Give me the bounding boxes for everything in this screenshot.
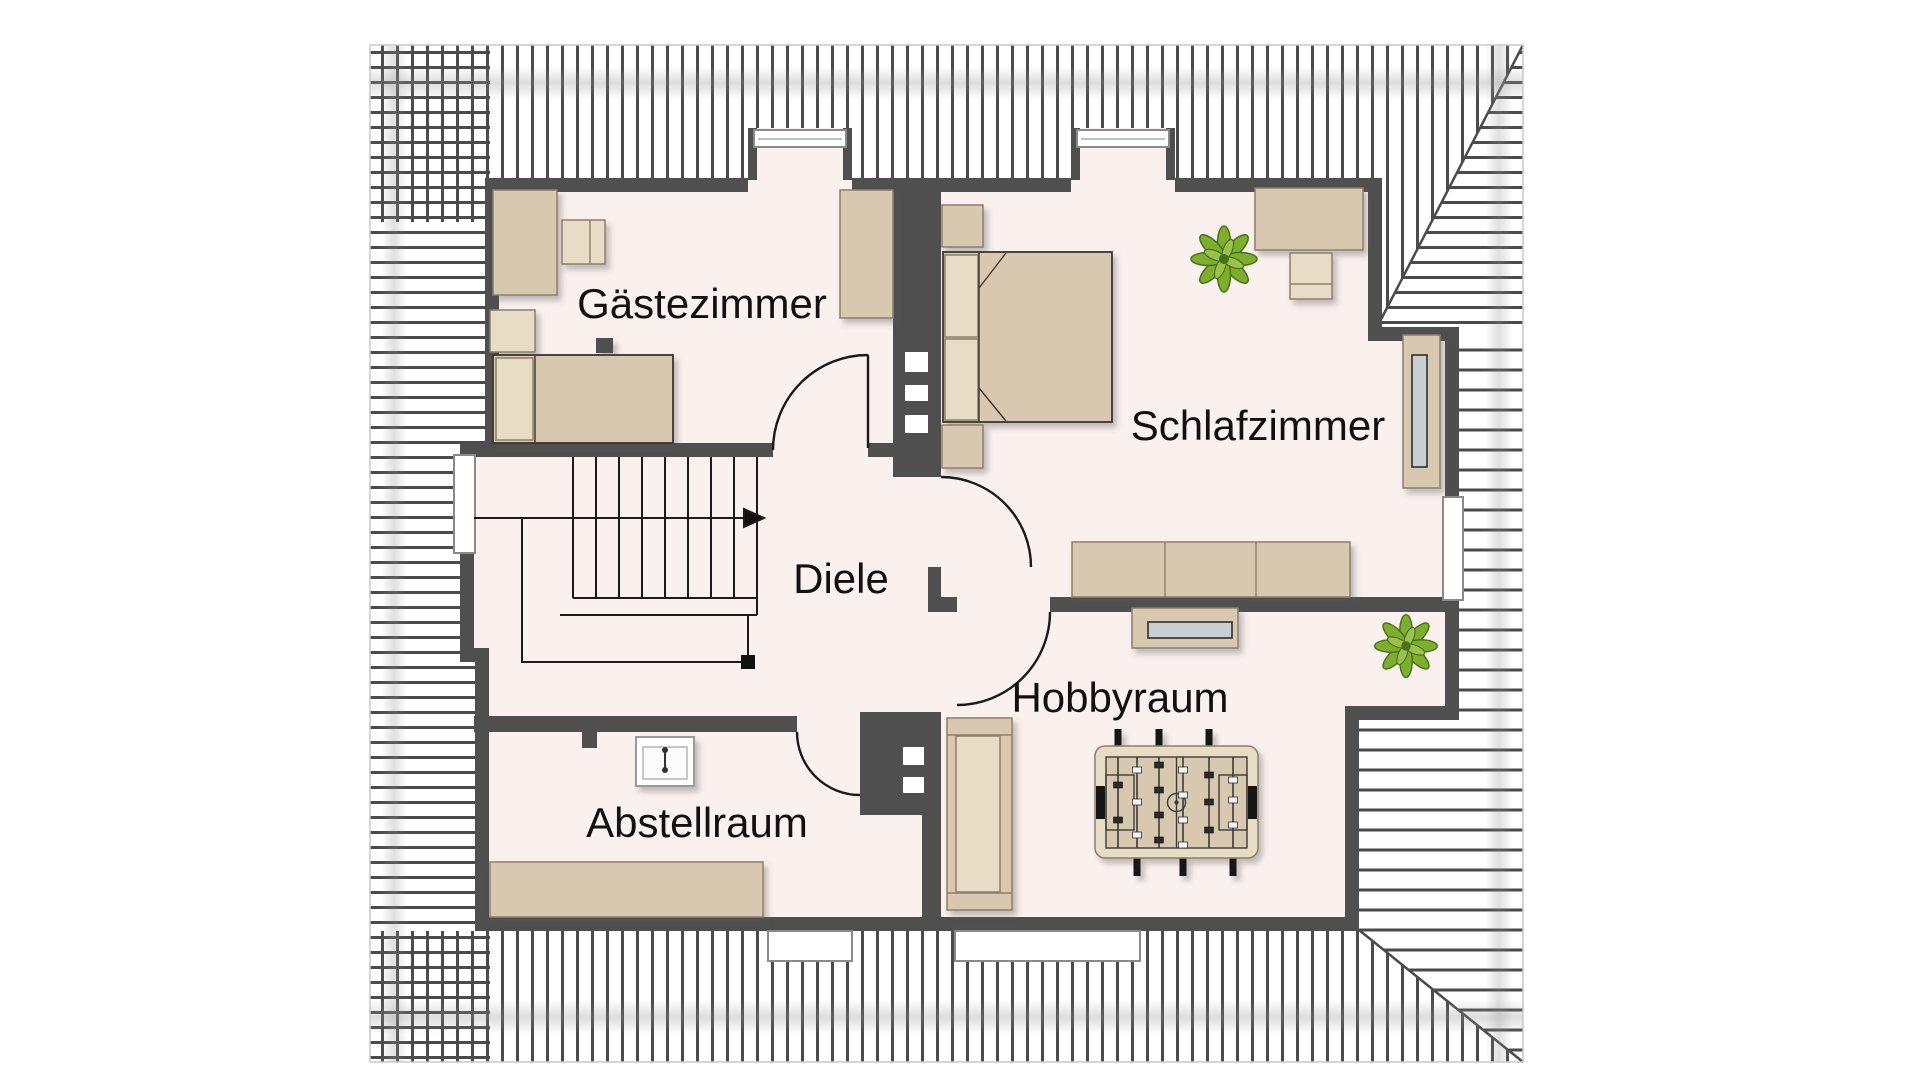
window-bottom-right [954, 930, 1141, 962]
desk [1254, 187, 1364, 251]
dormer-wall [1166, 128, 1175, 180]
chimney-vent [903, 747, 924, 765]
plant-icon [1190, 225, 1258, 293]
chimney-vent [905, 415, 928, 433]
eave-band-bottom [370, 1000, 1523, 1034]
windows [453, 129, 1464, 962]
door-arc-abstellraum [795, 731, 861, 797]
doors [771, 353, 1052, 797]
sofa [1071, 541, 1351, 598]
eave-band-top [370, 66, 1523, 100]
dark-cabinet [596, 338, 613, 353]
dormer-wall [843, 128, 852, 180]
chimney-vent [905, 352, 928, 372]
bedside-table-top [941, 204, 984, 248]
roof-outline [369, 44, 1524, 1063]
couch-seat [955, 735, 1001, 893]
room-label-diele: Diele [793, 555, 889, 602]
furniture [489, 187, 1441, 918]
eave-band-left [381, 45, 407, 1062]
goal [1248, 786, 1257, 819]
room-label-hobbyraum: Hobbyraum [1011, 674, 1228, 721]
foosball-table [1094, 729, 1259, 876]
dormer-wall [1071, 128, 1080, 180]
roof-bottom-plane [370, 931, 1523, 1062]
sink [635, 736, 695, 787]
chimney [893, 187, 941, 477]
chimney-vent [905, 385, 928, 401]
desk [492, 189, 558, 296]
door-arc-gaestezimmer [771, 353, 869, 451]
window-bottom-left [767, 930, 853, 962]
goal [1096, 786, 1105, 819]
pillow [944, 338, 979, 421]
chimney-vent [903, 777, 924, 793]
radiator-fin [1411, 354, 1428, 468]
plant-icon [1373, 613, 1439, 679]
chimney [860, 712, 941, 815]
side-table [561, 219, 606, 265]
door-arc-hobbyraum [956, 611, 1052, 707]
cabinet [489, 309, 536, 353]
stair-walkline-end [741, 655, 755, 669]
tv-screen [1147, 621, 1233, 639]
pillow [944, 254, 979, 338]
window-right [1442, 496, 1464, 601]
staircase [474, 457, 767, 669]
wardrobe [839, 189, 894, 319]
eave-band-right [1485, 45, 1513, 1062]
room-label-abstellraum: Abstellraum [586, 799, 808, 846]
roof-right-plane [1359, 333, 1523, 1062]
door-arc-schlafzimmer [940, 475, 1033, 568]
chair [1289, 252, 1333, 300]
faucet-icon [662, 747, 668, 753]
room-label-schlafzimmer: Schlafzimmer [1131, 402, 1385, 449]
window-left [453, 454, 476, 554]
room-label-gaestezimmer: Gästezimmer [577, 280, 827, 327]
bedside-table-bottom [941, 424, 984, 469]
dormer-wall [748, 128, 757, 180]
stair-direction-arrow [743, 507, 767, 529]
shelf [489, 861, 764, 918]
